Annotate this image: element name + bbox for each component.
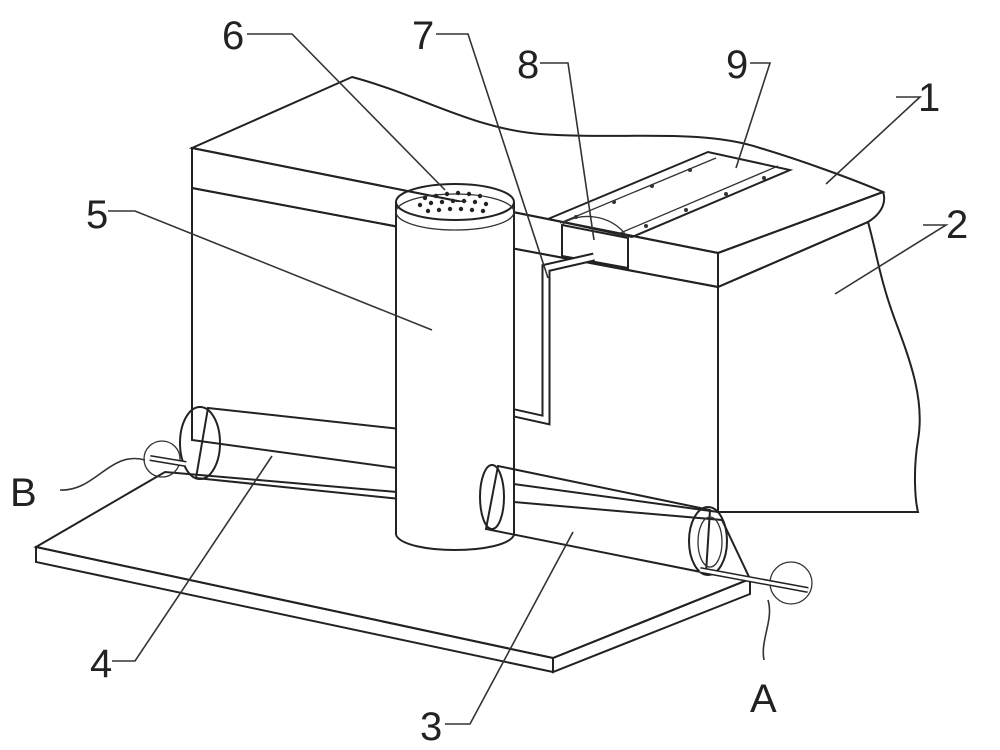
label-3: 3 xyxy=(420,705,442,749)
drain-channel xyxy=(544,150,794,270)
soil-layer-side xyxy=(717,220,921,513)
label-2: 2 xyxy=(946,203,968,247)
label-A: A xyxy=(750,677,777,721)
connector-pipe xyxy=(509,252,596,426)
label-8: 8 xyxy=(517,43,539,87)
label-6: 6 xyxy=(222,14,244,58)
leader-lines xyxy=(59,33,949,725)
label-5: 5 xyxy=(86,193,108,237)
label-4: 4 xyxy=(90,642,112,686)
detail-markers xyxy=(143,440,813,605)
right-pipe xyxy=(479,464,728,576)
part-labels: 1 2 3 4 5 6 7 8 9 A B xyxy=(10,14,968,749)
vertical-riser xyxy=(395,183,515,551)
base-slab xyxy=(33,470,752,674)
label-1: 1 xyxy=(918,76,940,120)
surface-layer-top xyxy=(188,75,886,255)
label-7: 7 xyxy=(412,14,434,58)
surface-layer-hatched xyxy=(191,146,886,289)
label-9: 9 xyxy=(726,43,748,87)
label-B: B xyxy=(10,471,37,515)
